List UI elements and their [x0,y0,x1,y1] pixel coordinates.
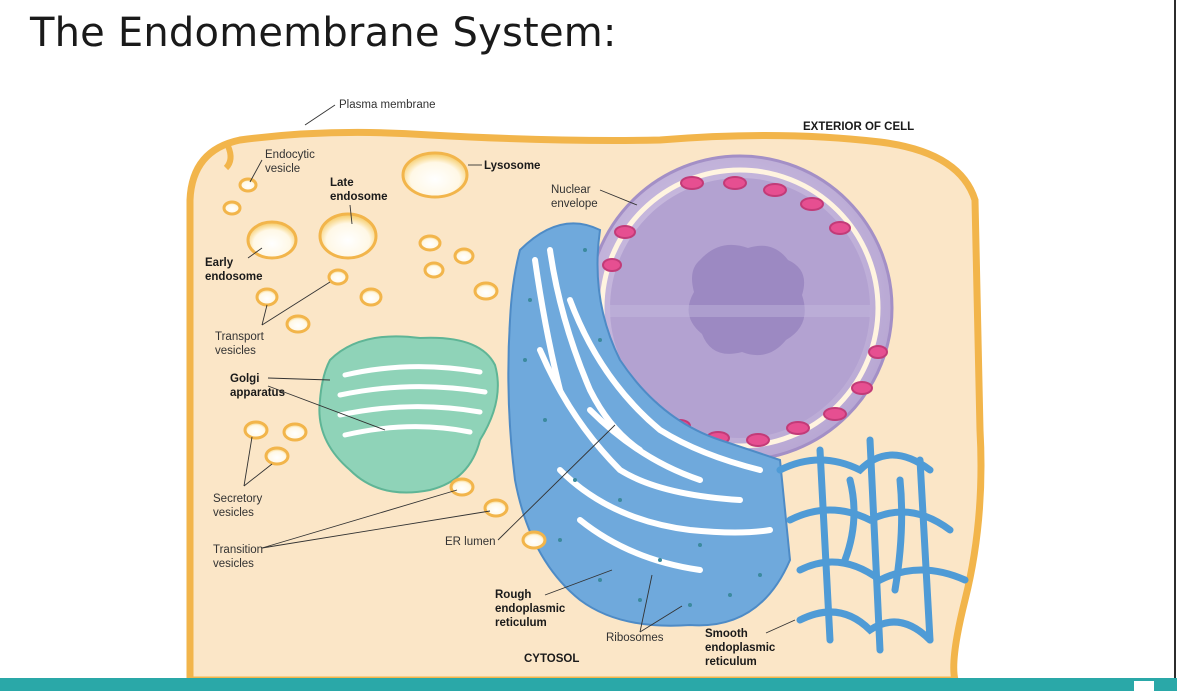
label-nuclear-envelope-2: envelope [551,198,598,210]
label-secretory-vesicles-2: vesicles [213,507,254,519]
label-golgi-1: Golgi [230,373,259,385]
label-transport-vesicles-1: Transport [215,331,265,343]
label-early-endosome-2: endosome [205,271,263,283]
nucleus [586,154,894,462]
rough-er [507,222,792,627]
label-endocytic-vesicle-2: vesicle [265,163,300,175]
label-early-endosome-1: Early [205,257,234,269]
golgi-apparatus [318,335,499,494]
label-rough-er-1: Rough [495,589,531,601]
label-lysosome: Lysosome [484,160,540,172]
label-transition-vesicles-2: vesicles [213,558,254,570]
label-smooth-er-1: Smooth [705,628,748,640]
label-cytosol: CYTOSOL [524,653,579,665]
label-late-endosome-2: endosome [330,191,388,203]
slide-right-rule [1174,0,1176,680]
vesicles [222,151,547,550]
label-transport-vesicles-2: vesicles [215,345,256,357]
label-endocytic-vesicle-1: Endocytic [265,149,315,161]
smooth-er [776,436,969,654]
label-rough-er-3: reticulum [495,617,547,629]
slide-footer-bar [0,678,1177,691]
label-plasma-membrane: Plasma membrane [339,99,436,111]
label-nuclear-envelope-1: Nuclear [551,184,591,196]
label-secretory-vesicles-1: Secretory [213,493,262,505]
plasma-membrane-notch [223,144,234,171]
label-ribosomes: Ribosomes [606,632,664,644]
label-rough-er-2: endoplasmic [495,603,566,615]
slide-title: The Endomembrane System: [30,10,617,56]
slide-corner-marker [1134,681,1154,691]
label-er-lumen: ER lumen [445,536,496,548]
label-smooth-er-3: reticulum [705,656,757,668]
label-late-endosome-1: Late [330,177,354,189]
leader-lines [243,104,796,634]
label-golgi-2: apparatus [230,387,285,399]
label-exterior-of-cell: EXTERIOR OF CELL [803,121,914,133]
label-transition-vesicles-1: Transition [213,544,263,556]
label-smooth-er-2: endoplasmic [705,642,776,654]
